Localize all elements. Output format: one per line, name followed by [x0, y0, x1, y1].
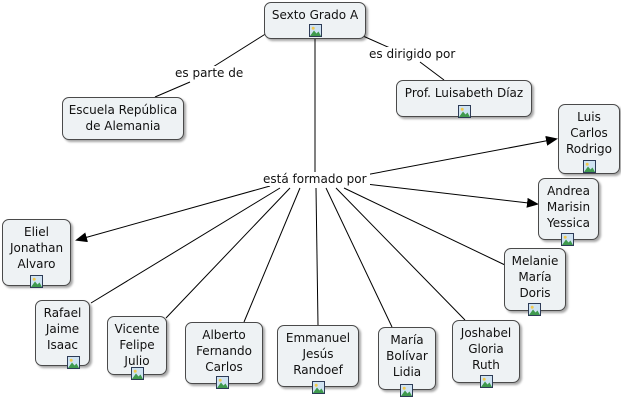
edge-sexto-to-es-parte-de [204, 27, 276, 73]
image-icon-glyph [31, 276, 42, 287]
edge-to-joshabel [335, 187, 466, 321]
linking-phrase-es-dirigido-por: es dirigido por [366, 47, 459, 61]
concept-label-line: Randoef [293, 363, 343, 377]
image-icon[interactable] [458, 105, 471, 118]
concept-label-line: Felipe [119, 338, 155, 352]
concept-rafael[interactable]: Rafael Jaime Isaac [35, 300, 90, 369]
concept-label-line: Emmanuel [285, 331, 351, 345]
concept-label-line: Gloria [468, 342, 504, 356]
edge-to-eliel [75, 185, 271, 243]
image-icon[interactable] [561, 233, 574, 246]
image-icon-glyph [313, 382, 324, 393]
edge-es-dirigido-por-to-profesora [419, 61, 445, 81]
concept-label-line: Joshabel [460, 326, 512, 340]
image-icon-glyph [459, 106, 470, 117]
image-icon-glyph [481, 376, 492, 387]
concept-vicente[interactable]: Vicente Felipe Julio [107, 316, 167, 380]
linking-phrase-es-parte-de: es parte de [172, 66, 247, 80]
concept-escuela[interactable]: Escuela República de Alemania [62, 97, 184, 140]
image-icon[interactable] [400, 384, 413, 397]
concept-profesora[interactable]: Prof. Luisabeth Díaz [396, 80, 532, 118]
concept-label-line: Lidia [392, 365, 422, 379]
concept-andrea[interactable]: Andrea Marisin Yessica [538, 178, 599, 246]
concept-label-line: Ruth [472, 358, 500, 372]
concept-maria[interactable]: María Bolívar Lidia [378, 327, 436, 397]
edge-to-vicente [165, 187, 291, 319]
image-icon[interactable] [583, 160, 596, 173]
concept-label-line: Vicente [114, 322, 160, 336]
concept-label-line: Alvaro [17, 257, 56, 271]
concept-label-line: María [390, 333, 424, 347]
image-icon-glyph [217, 377, 228, 388]
concept-emmanuel[interactable]: Emmanuel Jesús Randoef [277, 325, 359, 394]
concept-label-line: María [518, 270, 552, 284]
concept-label-line: Marisin [546, 200, 591, 214]
edge-to-melanie [343, 187, 506, 266]
concept-label-line: Julio [124, 354, 150, 368]
concept-label-line: Alberto [202, 328, 246, 342]
edge-to-alberto [243, 187, 301, 323]
image-icon[interactable] [480, 375, 493, 388]
image-icon[interactable] [67, 356, 80, 369]
concept-melanie[interactable]: Melanie María Doris [504, 248, 566, 316]
image-icon[interactable] [528, 303, 541, 316]
image-icon[interactable] [312, 381, 325, 394]
image-icon-glyph [562, 234, 573, 245]
concept-label-line: Rafael [43, 306, 82, 320]
concept-label-line: Jaime [45, 322, 80, 336]
edge-to-emmanuel [315, 187, 319, 326]
concept-label: Prof. Luisabeth Díaz [404, 86, 524, 100]
concept-joshabel[interactable]: Joshabel Gloria Ruth [452, 320, 520, 388]
edge-to-rafael [90, 187, 281, 304]
concept-label-line: Rodrigo [566, 142, 612, 156]
concept-luis[interactable]: Luis Carlos Rodrigo [558, 104, 620, 174]
concept-label-line: Luis [577, 110, 601, 124]
concept-label-line: Carlos [205, 360, 243, 374]
concept-label-line: de Alemania [85, 119, 161, 133]
edge-to-luis [359, 135, 558, 177]
image-icon[interactable] [30, 275, 43, 288]
concept-label-line: Isaac [46, 338, 79, 352]
linking-phrase-esta-formado-por: está formado por [260, 172, 370, 186]
concept-label-line: Yessica [547, 216, 590, 230]
image-icon-glyph [584, 161, 595, 172]
concept-label-line: Carlos [570, 126, 608, 140]
image-icon-glyph [529, 304, 540, 315]
concept-label-line: Bolívar [386, 349, 428, 363]
concept-label: Sexto Grado A [271, 8, 359, 22]
concept-label-line: Fernando [196, 344, 252, 358]
concept-label-line: Escuela República [68, 103, 178, 117]
concept-label-line: Melanie [511, 254, 559, 268]
concept-label-line: Jesús [302, 347, 334, 361]
concept-alberto[interactable]: Alberto Fernando Carlos [185, 322, 263, 389]
concept-label-line: Andrea [547, 184, 590, 198]
edge-to-maria [325, 187, 393, 328]
edge-es-parte-de-to-escuela [154, 81, 191, 98]
image-icon[interactable] [131, 367, 144, 380]
image-icon-glyph [401, 385, 412, 396]
concept-sexto-grado-a[interactable]: Sexto Grado A [264, 2, 366, 39]
concept-label-line: Doris [519, 286, 551, 300]
image-icon-glyph [310, 25, 321, 36]
edge-to-andrea [365, 183, 539, 208]
image-icon-glyph [132, 368, 143, 379]
concept-eliel[interactable]: Eliel Jonathan Alvaro [2, 219, 71, 288]
image-icon[interactable] [216, 376, 229, 389]
image-icon-glyph [68, 357, 79, 368]
image-icon[interactable] [309, 24, 322, 37]
concept-label-line: Eliel [24, 225, 49, 239]
concept-label-line: Jonathan [9, 241, 64, 255]
